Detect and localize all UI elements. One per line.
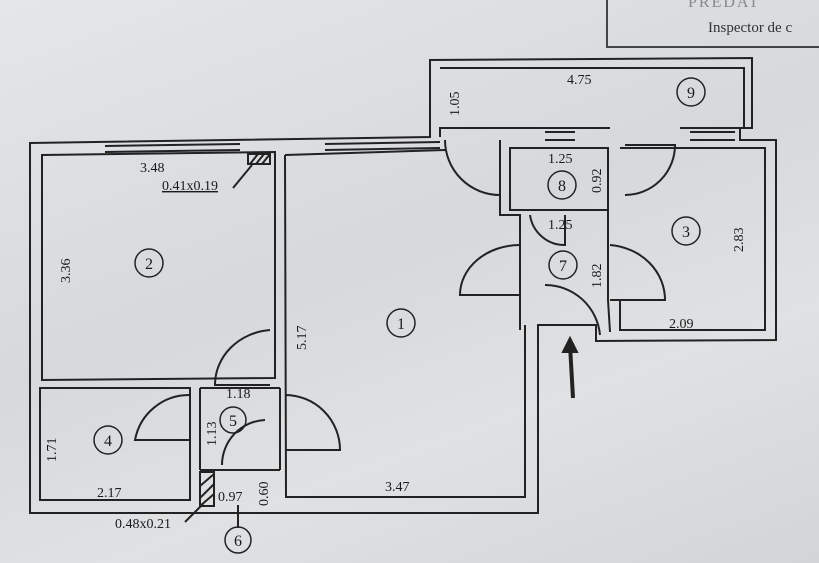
dim-room8-width: 1.25 — [548, 152, 573, 167]
room2-circle — [134, 248, 164, 278]
inner-wall-room5 — [199, 387, 281, 471]
dim-room5-height: 1.13 — [205, 422, 220, 447]
room9-number: 9 — [687, 85, 695, 102]
entrance-arrow — [568, 344, 575, 399]
dim-room7-height: 1.82 — [590, 264, 605, 289]
door-swing-room7-right — [609, 244, 667, 301]
dim-room8-height: 0.92 — [590, 169, 605, 194]
window-room3 — [690, 131, 735, 141]
dim-room9-width: 4.75 — [567, 73, 592, 88]
room8-number: 8 — [558, 178, 566, 195]
door-swing-room2 — [213, 329, 271, 386]
room7-number: 7 — [559, 258, 567, 275]
dim-room9-height: 1.05 — [448, 92, 463, 117]
vent-top-hatch — [249, 153, 271, 165]
room6-number: 6 — [234, 533, 242, 550]
entrance-arrow-head — [561, 335, 579, 353]
dim-room2-height: 3.36 — [59, 259, 74, 284]
room5-number: 5 — [229, 413, 237, 430]
inner-wall-room2 — [41, 150, 276, 382]
stamp-faded-text: PREDAT — [688, 0, 761, 11]
room4-circle — [93, 425, 123, 455]
vent-bottom-hatch — [199, 473, 215, 507]
dim-room6-width: 0.97 — [218, 490, 243, 505]
dim-vent-top: 0.41x0.19 — [162, 179, 218, 194]
vent-top — [247, 153, 271, 165]
room1-number: 1 — [397, 316, 405, 333]
dim-room4-width: 2.17 — [97, 486, 122, 501]
dim-room3-width: 2.09 — [669, 317, 694, 332]
dim-room8-bottom: 1.25 — [548, 218, 573, 233]
door-swing-entrance — [544, 283, 601, 336]
door-swing-room9 — [444, 139, 501, 197]
door-swing-room1 — [284, 394, 342, 451]
dim-vent-bottom: 0.48x0.21 — [115, 517, 171, 532]
window-room1 — [324, 141, 441, 151]
room3-number: 3 — [682, 224, 690, 241]
vent-bottom — [199, 471, 215, 507]
window-room8 — [545, 131, 575, 141]
room6-circle — [224, 526, 252, 554]
window-room2 — [104, 143, 241, 153]
room8-circle — [547, 170, 577, 200]
door-swing-room7-left — [458, 244, 521, 296]
room2-number: 2 — [145, 256, 153, 273]
dim-room3-height: 2.83 — [732, 228, 747, 253]
dim-room2-width: 3.48 — [140, 161, 165, 176]
room3-circle — [671, 216, 701, 246]
inner-wall-room4 — [39, 387, 191, 501]
room1-circle — [386, 308, 416, 338]
door-swing-room3 — [624, 144, 677, 196]
inner-wall-room3 — [619, 147, 766, 331]
stamp-box — [606, 0, 819, 48]
room4-number: 4 — [104, 433, 112, 450]
dim-room1-height: 5.17 — [295, 326, 310, 351]
vent-bottom-leader — [184, 503, 204, 523]
dim-room1-width: 3.47 — [385, 480, 410, 495]
door-swing-room8 — [529, 214, 566, 247]
room9-circle — [676, 77, 706, 107]
outer-wall-left-block — [29, 56, 777, 514]
inner-wall-room9 — [439, 67, 745, 137]
door-swing-room6 — [220, 419, 266, 466]
stamp-inspector-text: Inspector de c — [708, 20, 793, 36]
dim-room4-height: 1.71 — [45, 438, 60, 463]
dim-room6-height: 0.60 — [257, 482, 272, 507]
dim-room5-width: 1.18 — [226, 387, 251, 402]
vent-top-leader — [232, 164, 253, 189]
door-swing-room4 — [133, 393, 191, 441]
inner-wall-room1 — [284, 149, 526, 498]
room5-circle — [219, 406, 247, 434]
room7-circle — [548, 250, 578, 280]
